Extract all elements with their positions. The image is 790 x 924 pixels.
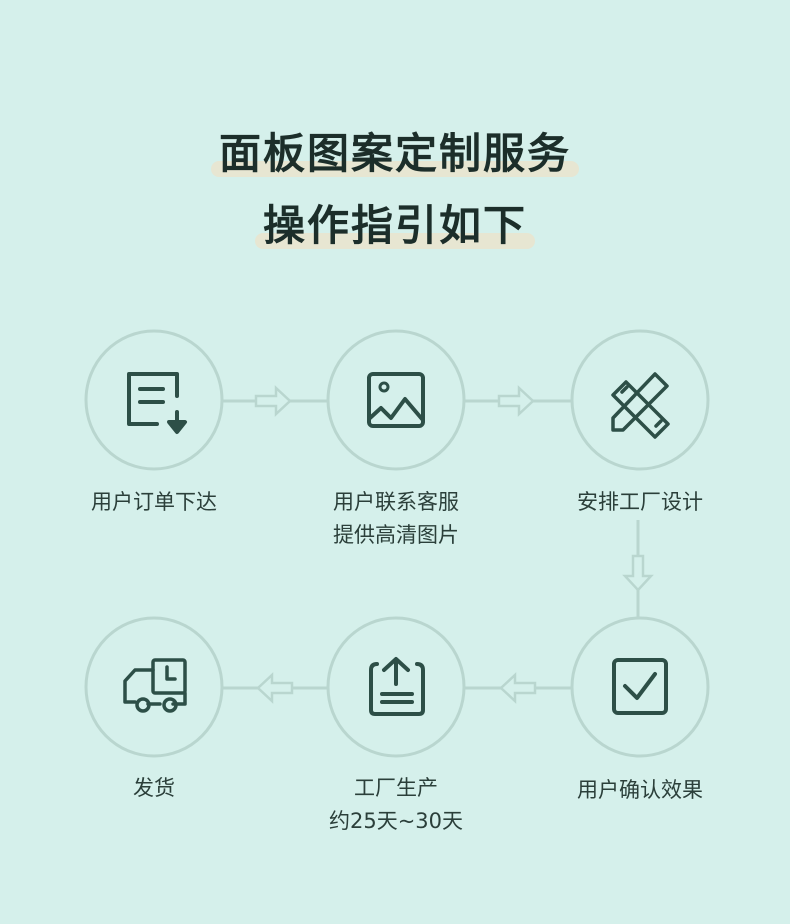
step-circle xyxy=(570,329,710,471)
arrow-left-icon xyxy=(499,672,537,704)
ruler-pencil-icon xyxy=(611,372,670,439)
step-circle xyxy=(570,616,710,758)
step-circle xyxy=(326,329,466,471)
checkbox-icon xyxy=(612,658,668,715)
arrow-right-icon xyxy=(497,385,535,417)
step-label-confirm: 用户确认效果 xyxy=(577,778,703,802)
arrow-left-icon xyxy=(256,672,294,704)
step-label-shipping: 发货 xyxy=(133,776,175,800)
step-label-production: 工厂生产约25天~30天 xyxy=(328,776,464,833)
page-title-line-1: 面板图案定制服务 xyxy=(0,120,790,181)
image-icon xyxy=(367,372,425,428)
delivery-truck-icon xyxy=(123,658,187,713)
arrow-right-icon xyxy=(254,385,292,417)
upload-clipboard-icon xyxy=(369,657,425,716)
step-circle xyxy=(326,616,466,758)
arrow-down-icon xyxy=(622,554,654,592)
step-label-design: 安排工厂设计 xyxy=(577,490,703,514)
page-title-line-2: 操作指引如下 xyxy=(0,192,790,253)
step-label-contact: 用户联系客服提供高清图片 xyxy=(333,490,459,547)
order-download-icon xyxy=(127,372,187,434)
step-label-order: 用户订单下达 xyxy=(91,490,217,514)
